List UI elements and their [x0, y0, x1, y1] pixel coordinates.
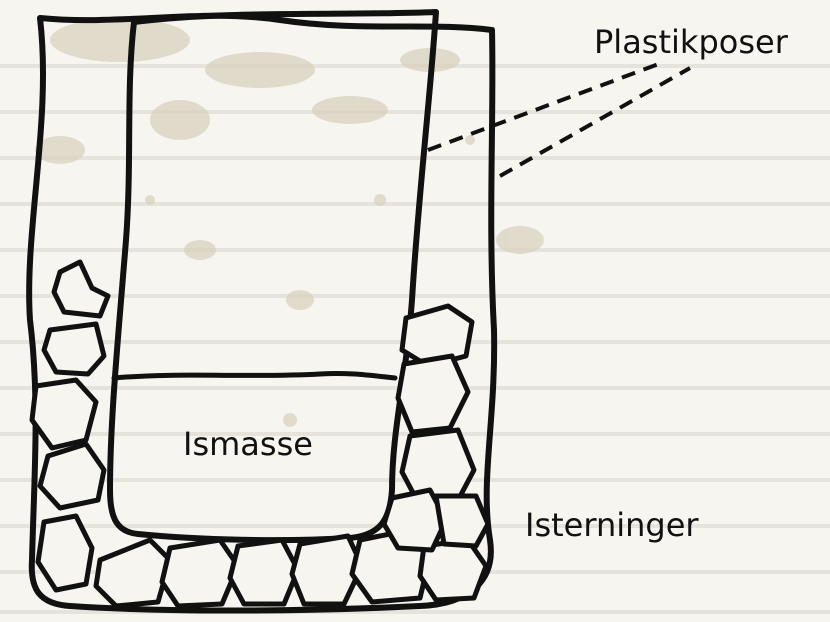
ice-cube [40, 444, 104, 508]
ice-cube [44, 324, 104, 374]
ice-cube [436, 496, 488, 546]
ice-cubes-label: Isterninger [525, 509, 699, 541]
ice-cube [230, 540, 298, 604]
ice-cube [162, 540, 238, 606]
ice-mass-label: Ismasse [183, 428, 313, 460]
plastic-bags-label: Plastikposer [594, 26, 788, 58]
ice-cube [38, 516, 92, 590]
